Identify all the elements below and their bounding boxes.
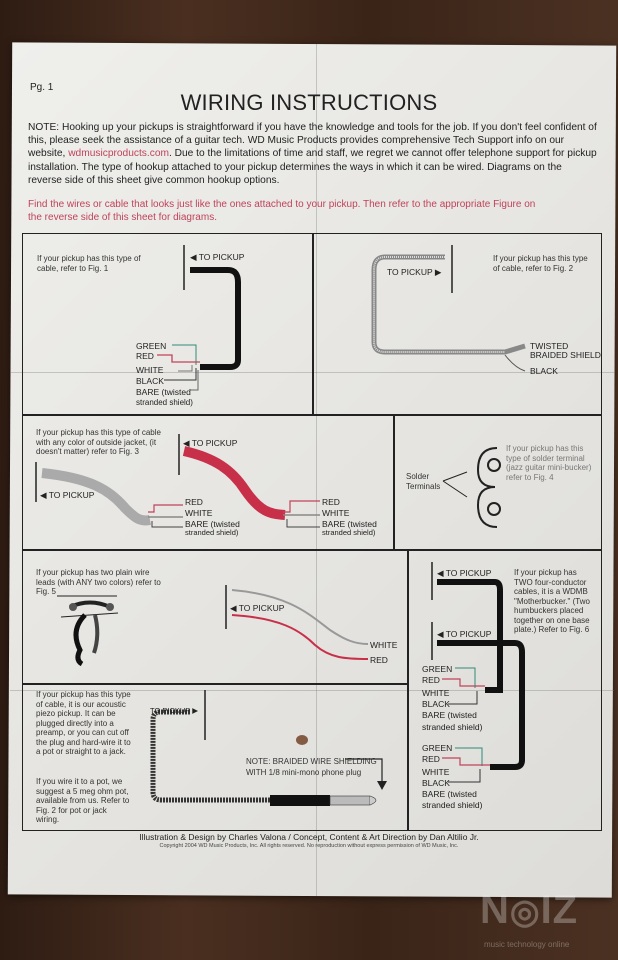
wire-label-white: WHITE xyxy=(370,640,398,650)
wire-label-red: RED xyxy=(185,497,203,507)
black-label: BLACK xyxy=(530,366,558,376)
wire-label-bare-note: stranded shield) xyxy=(422,800,483,810)
fig6-cables xyxy=(431,562,525,783)
fig4-caption: If your pickup has this type of solder t… xyxy=(506,444,592,482)
wire-label-bare: BARE (twisted xyxy=(136,387,191,397)
to-pickup-label: TO PICKUP ▶ xyxy=(387,267,442,277)
to-pickup-label: ◀ TO PICKUP xyxy=(190,252,245,262)
to-pickup-label: ◀ TO PICKUP xyxy=(437,629,492,639)
piezo-cable xyxy=(150,690,387,806)
wire-label-bare: BARE (twisted xyxy=(422,789,477,799)
braided-shield-note: NOTE: BRAIDED WIRE SHIELDING xyxy=(246,757,377,766)
fig5-caption: If your pickup has two plain wire leads … xyxy=(36,568,161,596)
fig2-caption: If your pickup has this type of cable, r… xyxy=(493,254,588,273)
wire-label-green: GREEN xyxy=(422,743,453,753)
fig2-cable xyxy=(371,245,526,372)
wire-label-white: WHITE xyxy=(136,365,164,375)
wire-label-bare-note: stranded shield) xyxy=(422,722,483,732)
wire-label-red: RED xyxy=(370,655,388,665)
watermark-logo: N◎IZ xyxy=(480,888,579,932)
note-text: NOTE: Hooking up your pickups is straigh… xyxy=(28,122,597,160)
website-link[interactable]: wdmusicproducts.com xyxy=(68,148,169,160)
to-pickup-label: ◀ TO PICKUP xyxy=(40,490,95,500)
wire-label-black: BLACK xyxy=(136,376,164,386)
wire-label-bare-note: stranded shield) xyxy=(322,528,376,537)
page-label: Pg. 1 xyxy=(30,82,54,93)
wire-label-red: RED xyxy=(322,497,340,507)
fig3-caption: If your pickup has this type of cable wi… xyxy=(36,428,161,456)
fold-line xyxy=(10,690,614,691)
find-instructions: Find the wires or cable that looks just … xyxy=(28,199,536,223)
copyright: Copyright 2004 WD Music Products, Inc. A… xyxy=(159,843,459,849)
page-title: WIRING INSTRUCTIONS xyxy=(180,90,438,115)
wire-label-red: RED xyxy=(136,351,154,361)
wire-label-white: WHITE xyxy=(422,688,450,698)
wire-label-white: WHITE xyxy=(422,767,450,777)
fold-line xyxy=(316,44,317,896)
wire-label-bare: BARE (twisted xyxy=(322,519,377,529)
solder-terminals-label: Solder Terminals xyxy=(406,472,441,491)
note-text: . Due to the limitations of time and sta… xyxy=(28,148,597,186)
wire-label-red: RED xyxy=(422,675,440,685)
wire-label-black: BLACK xyxy=(422,699,450,709)
to-pickup-label: ◀ TO PICKUP xyxy=(183,438,238,448)
fig4-solder-terminals xyxy=(442,447,501,528)
to-pickup-label: ◀ TO PICKUP xyxy=(230,603,285,613)
to-pickup-label: TO PICKUP ▶ xyxy=(150,706,199,715)
to-pickup-label: ◀ TO PICKUP xyxy=(437,568,492,578)
wire-label-black: BLACK xyxy=(422,778,450,788)
fig1-cable xyxy=(157,245,241,391)
fig3-cables xyxy=(35,434,320,528)
wire-label-white: WHITE xyxy=(185,508,213,518)
intro-note: NOTE: Hooking up your pickups is straigh… xyxy=(28,121,598,187)
wire-label-red: RED xyxy=(422,754,440,764)
piezo-caption: If your pickup has this type of cable, i… xyxy=(36,690,131,756)
fig1-caption: If your pickup has this type of cable, r… xyxy=(37,254,141,273)
wire-label-green: GREEN xyxy=(136,341,167,351)
watermark-tagline: music technology online xyxy=(484,940,570,949)
wire-label-bare: BARE (twisted xyxy=(422,710,477,720)
wire-label-bare-note: stranded shield) xyxy=(136,398,193,407)
wire-label-green: GREEN xyxy=(422,664,453,674)
phone-plug-note: WITH 1/8 mini-mono phone plug xyxy=(246,768,362,777)
credits: Illustration & Design by Charles Valona … xyxy=(139,832,479,842)
braided-shield-label: BRAIDED SHIELD xyxy=(530,350,601,360)
fig5-wires xyxy=(57,585,369,667)
wire-label-white: WHITE xyxy=(322,508,350,518)
piezo-pot-note: If you wire it to a pot, we suggest a 5 … xyxy=(36,777,130,824)
wire-label-bare-note: stranded shield) xyxy=(185,528,239,537)
twisted-label: TWISTED xyxy=(530,341,569,351)
fig6-caption: If your pickup has TWO four-conductor ca… xyxy=(514,568,590,634)
wire-label-bare: BARE (twisted xyxy=(185,519,240,529)
